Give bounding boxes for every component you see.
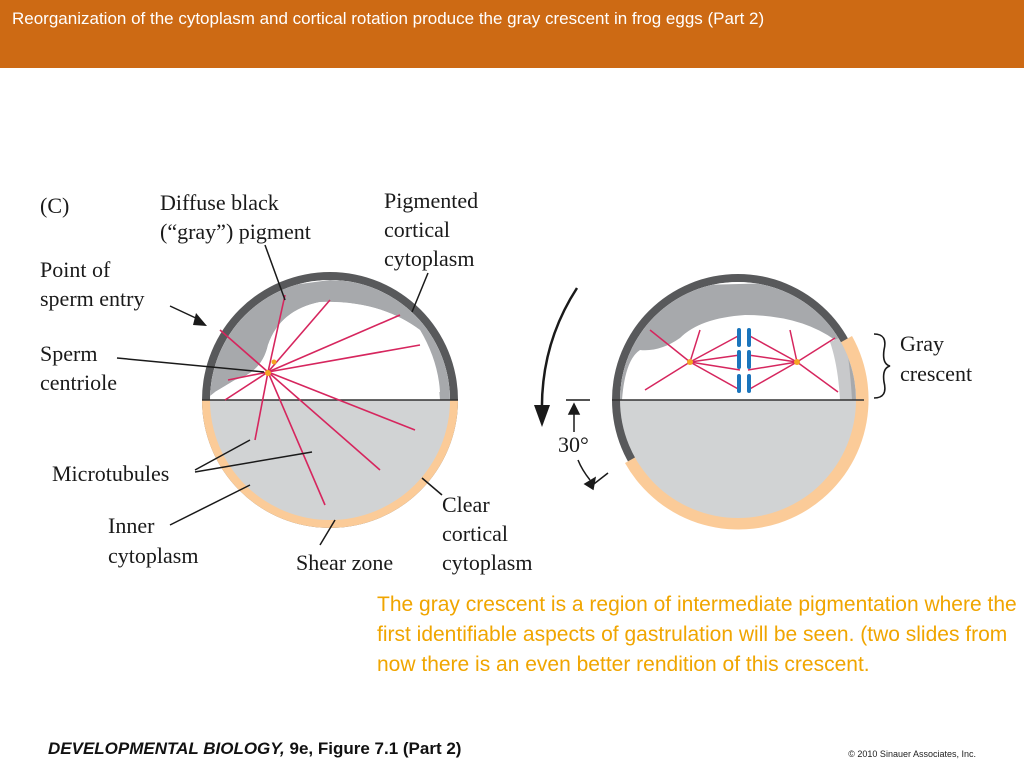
label-microtubules: Microtubules	[52, 461, 169, 486]
right-egg	[612, 274, 869, 530]
label-rotation-angle: 30°	[558, 432, 589, 457]
right-egg-gray-pigment	[620, 283, 856, 400]
left-egg-gray-pigment	[210, 280, 450, 400]
label-diffuse-pigment-2: (“gray”) pigment	[160, 219, 311, 244]
leader-lines	[116, 244, 443, 546]
label-sperm-centriole-1: Sperm	[40, 341, 97, 366]
left-egg-second-centriole	[271, 359, 277, 365]
label-diffuse-pigment-1: Diffuse black	[160, 190, 279, 215]
label-pigmented-cortical-2: cortical	[384, 217, 450, 242]
label-sperm-entry-1: Point of	[40, 257, 111, 282]
copyright-notice: © 2010 Sinauer Associates, Inc.	[848, 749, 976, 759]
figure-citation: DEVELOPMENTAL BIOLOGY, 9e, Figure 7.1 (P…	[48, 739, 461, 759]
label-gray-crescent-2: crescent	[900, 361, 972, 386]
book-edition: 9e, Figure 7.1 (Part 2)	[284, 739, 462, 758]
right-egg-centriole-left	[687, 359, 693, 365]
left-egg-microtubules	[219, 294, 421, 506]
left-egg-sperm-centriole	[265, 370, 271, 376]
right-egg-chromosomes	[737, 328, 751, 393]
angle-indicator	[566, 399, 609, 491]
label-inner-cytoplasm-2: cytoplasm	[108, 543, 198, 568]
left-egg	[202, 272, 458, 528]
caption-text: The gray crescent is a region of interme…	[377, 593, 1017, 676]
rotation-arrow	[534, 287, 579, 427]
gray-crescent-brace	[873, 333, 891, 399]
label-clear-cortical-3: cytoplasm	[442, 550, 532, 575]
label-sperm-centriole-2: centriole	[40, 370, 117, 395]
right-egg-microtubules	[644, 329, 839, 393]
title-bar: Reorganization of the cytoplasm and cort…	[0, 0, 1024, 68]
label-shear-zone: Shear zone	[296, 550, 393, 575]
label-pigmented-cortical-3: cytoplasm	[384, 246, 474, 271]
label-sperm-entry-2: sperm entry	[40, 286, 144, 311]
label-clear-cortical-2: cortical	[442, 521, 508, 546]
label-clear-cortical-1: Clear	[442, 492, 490, 517]
label-inner-cytoplasm-1: Inner	[108, 513, 155, 538]
label-pigmented-cortical-1: Pigmented	[384, 188, 478, 213]
slide-title: Reorganization of the cytoplasm and cort…	[12, 9, 765, 28]
right-egg-centriole-right	[794, 359, 800, 365]
label-gray-crescent-1: Gray	[900, 331, 944, 356]
book-title: DEVELOPMENTAL BIOLOGY,	[48, 739, 285, 758]
panel-label: (C)	[40, 193, 69, 218]
